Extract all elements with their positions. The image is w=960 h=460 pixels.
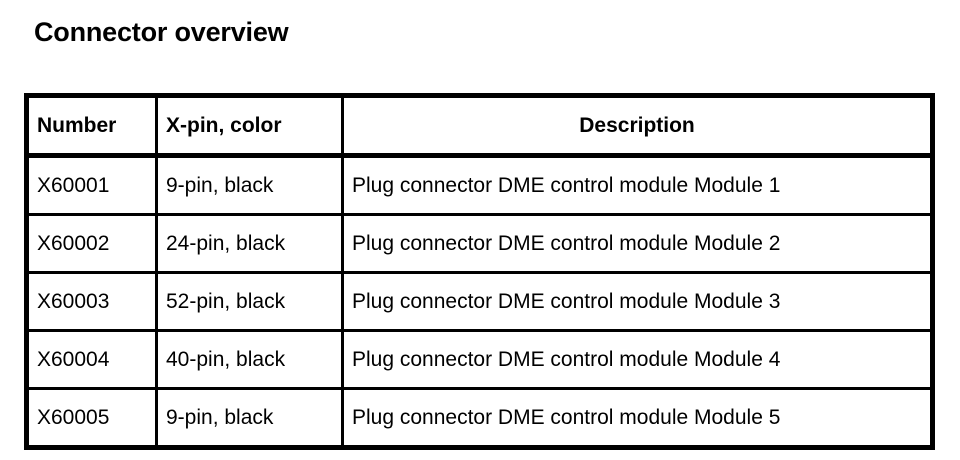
cell-number: X60004 xyxy=(24,329,158,390)
cell-xpin-color: 24-pin, black xyxy=(155,213,344,274)
cell-description: Plug connector DME control module Module… xyxy=(341,153,935,216)
connector-overview-table-container: Number X-pin, color Description X60001 9… xyxy=(24,93,935,450)
column-header-xpin-color: X-pin, color xyxy=(155,93,344,158)
cell-xpin-color: 40-pin, black xyxy=(155,329,344,390)
page-title: Connector overview xyxy=(34,17,289,47)
table-row: X60002 24-pin, black Plug connector DME … xyxy=(24,213,935,274)
table-body: X60001 9-pin, black Plug connector DME c… xyxy=(24,153,935,450)
table-row: X60005 9-pin, black Plug connector DME c… xyxy=(24,387,935,450)
cell-description: Plug connector DME control module Module… xyxy=(341,213,935,274)
column-header-number: Number xyxy=(24,93,158,158)
cell-xpin-color: 52-pin, black xyxy=(155,271,344,332)
table-header-row: Number X-pin, color Description xyxy=(24,93,935,158)
cell-xpin-color: 9-pin, black xyxy=(155,387,344,450)
cell-number: X60003 xyxy=(24,271,158,332)
cell-description: Plug connector DME control module Module… xyxy=(341,271,935,332)
cell-xpin-color: 9-pin, black xyxy=(155,153,344,216)
table-row: X60004 40-pin, black Plug connector DME … xyxy=(24,329,935,390)
cell-description: Plug connector DME control module Module… xyxy=(341,387,935,450)
cell-number: X60001 xyxy=(24,153,158,216)
connector-overview-table: Number X-pin, color Description X60001 9… xyxy=(24,93,935,450)
table-row: X60001 9-pin, black Plug connector DME c… xyxy=(24,153,935,216)
table-row: X60003 52-pin, black Plug connector DME … xyxy=(24,271,935,332)
column-header-description: Description xyxy=(341,93,935,158)
cell-description: Plug connector DME control module Module… xyxy=(341,329,935,390)
cell-number: X60002 xyxy=(24,213,158,274)
table-header: Number X-pin, color Description xyxy=(24,93,935,158)
cell-number: X60005 xyxy=(24,387,158,450)
